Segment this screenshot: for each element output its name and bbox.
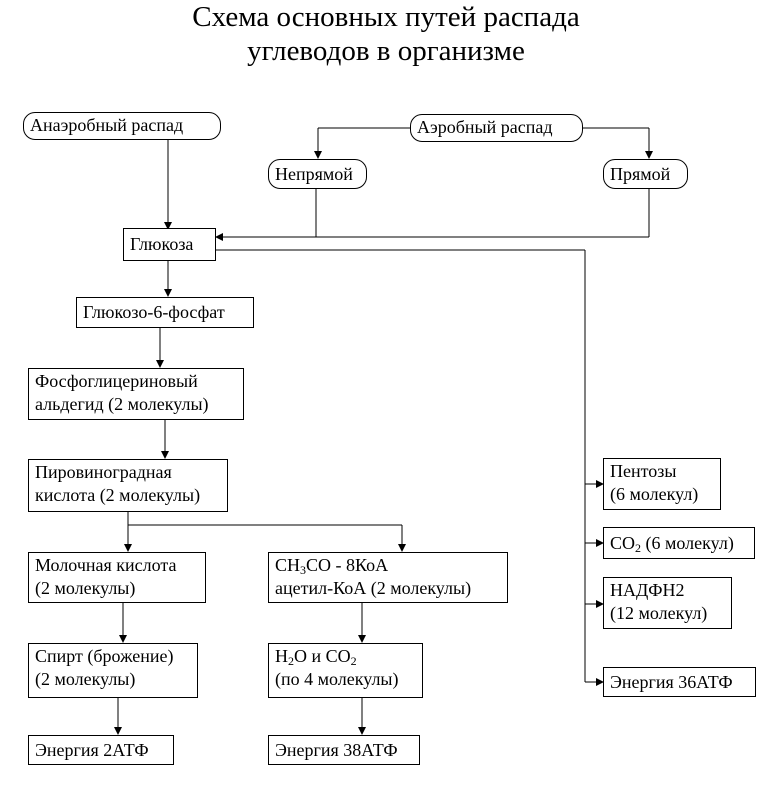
node-anaerobic-decay: Анаэробный распад bbox=[23, 112, 221, 140]
node-pyruvic-acid: Пировиноградная кислота (2 молекулы) bbox=[28, 459, 228, 512]
node-lactic-acid: Молочная кислота (2 молекулы) bbox=[28, 552, 206, 603]
node-alcohol-fermentation: Спирт (брожение) (2 молекулы) bbox=[28, 643, 198, 698]
node-water-and-co2: H2O и CO2 (по 4 молекулы) bbox=[268, 643, 423, 698]
node-energy-38atp: Энергия 38АТФ bbox=[268, 735, 420, 765]
node-pentoses: Пентозы (6 молекул) bbox=[603, 458, 721, 510]
node-phosphoglyceraldehyde: Фосфоглицериновый альдегид (2 молекулы) bbox=[28, 368, 244, 420]
node-energy-36atp: Энергия 36АТФ bbox=[603, 667, 756, 697]
diagram-title-line1: Схема основных путей распада bbox=[192, 1, 580, 33]
diagram-title-line2: углеводов в организме bbox=[247, 35, 525, 67]
node-glucose: Глюкоза bbox=[123, 228, 216, 261]
node-indirect: Непрямой bbox=[268, 159, 367, 189]
node-glucose-6-phosphate: Глюкозо-6-фосфат bbox=[76, 297, 254, 328]
node-direct: Прямой bbox=[603, 159, 688, 189]
node-co2-6-molecules: CO2 (6 молекул) bbox=[603, 527, 755, 559]
node-nadph2: НАДФН2 (12 молекул) bbox=[603, 577, 732, 629]
node-energy-2atp: Энергия 2АТФ bbox=[28, 735, 174, 765]
node-acetyl-coa: CH3CO - 8КоА ацетил-КоА (2 молекулы) bbox=[268, 552, 508, 603]
node-aerobic-decay: Аэробный распад bbox=[410, 114, 583, 142]
